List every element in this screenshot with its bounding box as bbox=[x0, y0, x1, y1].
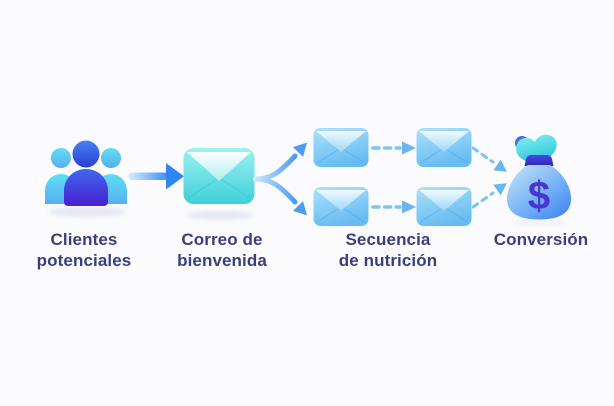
envelope-flap bbox=[316, 190, 366, 211]
envelope-flap bbox=[187, 152, 251, 181]
split-arrows-icon bbox=[253, 142, 308, 216]
nurture-envelope-4-icon bbox=[416, 187, 472, 226]
money-bag-icon: $ bbox=[507, 134, 571, 220]
envelope-flap bbox=[419, 131, 469, 152]
envelope-teal-icon bbox=[183, 148, 255, 204]
solid-arrow-right-icon bbox=[128, 163, 184, 190]
dashed-arrow-bottom-icon bbox=[371, 200, 416, 214]
dashed-arrow-top-icon bbox=[371, 141, 416, 155]
leads-shadow bbox=[48, 207, 126, 217]
dollar-sign: $ bbox=[528, 174, 550, 218]
envelope-flap bbox=[419, 190, 469, 211]
users-group-icon bbox=[45, 140, 127, 206]
stage-label-nurture: Secuencia de nutrición bbox=[338, 230, 438, 270]
money-bag-shadow bbox=[514, 219, 566, 226]
person-center bbox=[64, 140, 108, 206]
stage-label-leads: Clientes potenciales bbox=[36, 230, 132, 270]
nurture-envelope-3-icon bbox=[313, 187, 369, 226]
stage-label-conversion: Conversión bbox=[493, 230, 589, 249]
bag-body bbox=[507, 165, 571, 220]
nurture-envelope-2-icon bbox=[416, 128, 472, 167]
bag-tie bbox=[524, 155, 554, 166]
envelope-creases bbox=[187, 177, 251, 199]
envelope-flap bbox=[316, 131, 366, 152]
stage-label-welcome: Correo de bienvenida bbox=[177, 230, 267, 270]
nurture-envelope-1-icon bbox=[313, 128, 369, 167]
welcome-envelope-shadow bbox=[186, 211, 254, 220]
converging-dashed-arrows-icon bbox=[472, 146, 507, 209]
